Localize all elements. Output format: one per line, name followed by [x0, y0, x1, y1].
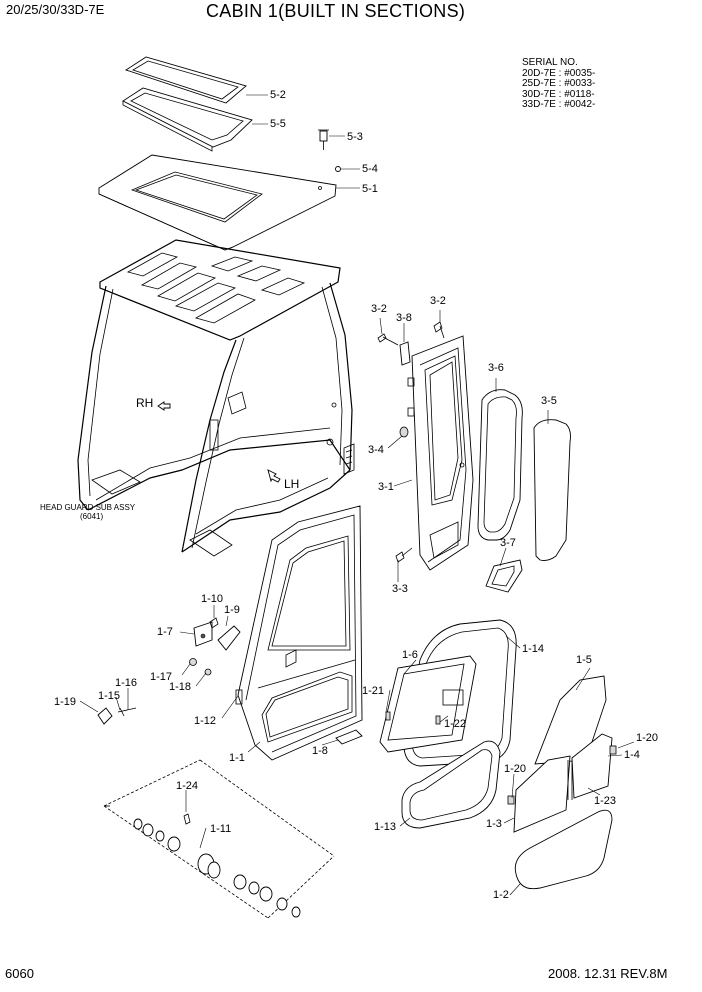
- callout-3-6: 3-6: [488, 362, 504, 374]
- roof-glass-5-2: [124, 56, 247, 104]
- callout-1-16: 1-16: [115, 677, 137, 689]
- callout-1-7: 1-7: [157, 626, 173, 638]
- callout-1-23: 1-23: [594, 795, 616, 807]
- pin-1-15: [117, 707, 137, 717]
- lower-glass-1-4: [571, 733, 613, 799]
- callout-1-13: 1-13: [374, 821, 396, 833]
- side-glass-3-5: [533, 419, 571, 561]
- callout-3-7: 3-7: [500, 537, 516, 549]
- grommet-3-4: [399, 426, 409, 438]
- roof-seal-frame-5-5: [122, 87, 253, 148]
- callout-1-19: 1-19: [54, 696, 76, 708]
- callout-1-20-upper: 1-20: [636, 732, 658, 744]
- callout-1-3: 1-3: [486, 818, 502, 830]
- callout-1-8: 1-8: [312, 745, 328, 757]
- serial-row: 33D-7E : #0042-: [522, 99, 596, 110]
- callout-3-8: 3-8: [396, 312, 412, 324]
- callout-5-4: 5-4: [362, 163, 378, 175]
- door-handle-1-8: [335, 729, 363, 745]
- callout-1-2: 1-2: [493, 889, 509, 901]
- callout-1-18: 1-18: [169, 681, 191, 693]
- latch-1-9: [217, 625, 241, 651]
- callout-1-20-lower: 1-20: [504, 763, 526, 775]
- callout-1-4: 1-4: [624, 749, 640, 761]
- callout-1-12: 1-12: [194, 715, 216, 727]
- callout-5-3: 5-3: [347, 131, 363, 143]
- callout-1-22: 1-22: [444, 718, 466, 730]
- callout-1-10: 1-10: [201, 593, 223, 605]
- head-guard-label: HEAD GUARD SUB ASSY: [40, 503, 136, 512]
- callout-1-6: 1-6: [402, 649, 418, 661]
- callout-1-11: 1-11: [210, 823, 231, 835]
- part-1-21: [385, 711, 391, 721]
- callout-3-3: 3-3: [392, 583, 408, 595]
- serial-number-block: SERIAL NO. 20D-7E : #0035- 25D-7E : #003…: [522, 57, 596, 111]
- callout-5-1: 5-1: [362, 183, 378, 195]
- page-number: 6060: [5, 966, 34, 981]
- nut-1-17: [189, 658, 197, 666]
- rh-label: RH: [136, 396, 153, 410]
- callout-3-4: 3-4: [368, 444, 384, 456]
- bolt-1-10: [209, 617, 219, 629]
- lh-label: LH: [284, 477, 299, 491]
- side-panel-3-1: [411, 335, 474, 571]
- serial-heading: SERIAL NO.: [522, 57, 578, 68]
- serial-row: 20D-7E : #0035-: [522, 67, 596, 79]
- roof-group: 5-2 5-5 5-3 5-4 5-1: [98, 56, 378, 251]
- bolt-3-2-left: [377, 333, 399, 346]
- door-frame-1-1: [237, 505, 363, 761]
- hinge-1-12: [235, 689, 243, 705]
- head-guard-frame: RH LH HEAD GUARD SUB ASSY (6041): [40, 239, 355, 557]
- head-guard-ref: (6041): [80, 512, 103, 521]
- bolt-5-3: [319, 130, 328, 142]
- screw-3-3: [395, 547, 413, 563]
- callout-1-21: 1-21: [362, 685, 384, 697]
- side-panel-group: 3-2 3-8 3-2 3-6 3-5 3-4 3-1 3-7 3-3: [368, 295, 571, 595]
- washer-5-4: [335, 166, 341, 172]
- callout-1-17: 1-17: [150, 671, 172, 683]
- lower-glass-1-2: [514, 809, 613, 890]
- small-window-seal-3-7: [485, 559, 523, 593]
- lock-assembly-1-11: [133, 818, 301, 918]
- serial-row: 30D-7E : #0118-: [522, 88, 595, 100]
- callout-1-5: 1-5: [576, 654, 592, 666]
- callout-3-2-left: 3-2: [371, 303, 387, 315]
- clip-1-20-upper: [609, 745, 617, 755]
- stopper-1-19: [97, 707, 113, 725]
- callout-1-24: 1-24: [176, 780, 198, 792]
- clip-1-20-lower: [507, 795, 515, 805]
- serial-row: 25D-7E : #0033-: [522, 78, 596, 89]
- screw-1-24: [183, 813, 191, 825]
- callout-1-9: 1-9: [224, 604, 240, 616]
- page-title: CABIN 1(BUILT IN SECTIONS): [206, 1, 466, 21]
- slide-window-1-6: [379, 655, 477, 753]
- lock-assembly-frame: [103, 759, 335, 919]
- callout-5-2: 5-2: [270, 89, 286, 101]
- callout-3-1: 3-1: [378, 481, 394, 493]
- callout-3-2-right: 3-2: [430, 295, 446, 307]
- window-seal-3-6: [477, 389, 523, 541]
- lower-seal-1-13: [401, 740, 501, 829]
- revision-date: 2008. 12.31 REV.8M: [548, 966, 668, 981]
- part-1-22: [435, 715, 441, 725]
- callout-3-5: 3-5: [541, 395, 557, 407]
- callout-1-1: 1-1: [229, 752, 245, 764]
- model-range: 20/25/30/33D-7E: [6, 2, 105, 17]
- callout-5-5: 5-5: [270, 118, 286, 130]
- callout-1-14: 1-14: [522, 643, 544, 655]
- roof-panel-5-1: [98, 154, 337, 251]
- bolt-3-2-right: [433, 321, 445, 339]
- callout-1-15: 1-15: [98, 690, 120, 702]
- washer-1-18: [204, 668, 212, 676]
- bracket-3-8: [399, 341, 411, 366]
- door-group: 1-10 1-9 1-7 1-17 1-18 1-16 1-15 1-19 1-…: [54, 505, 658, 919]
